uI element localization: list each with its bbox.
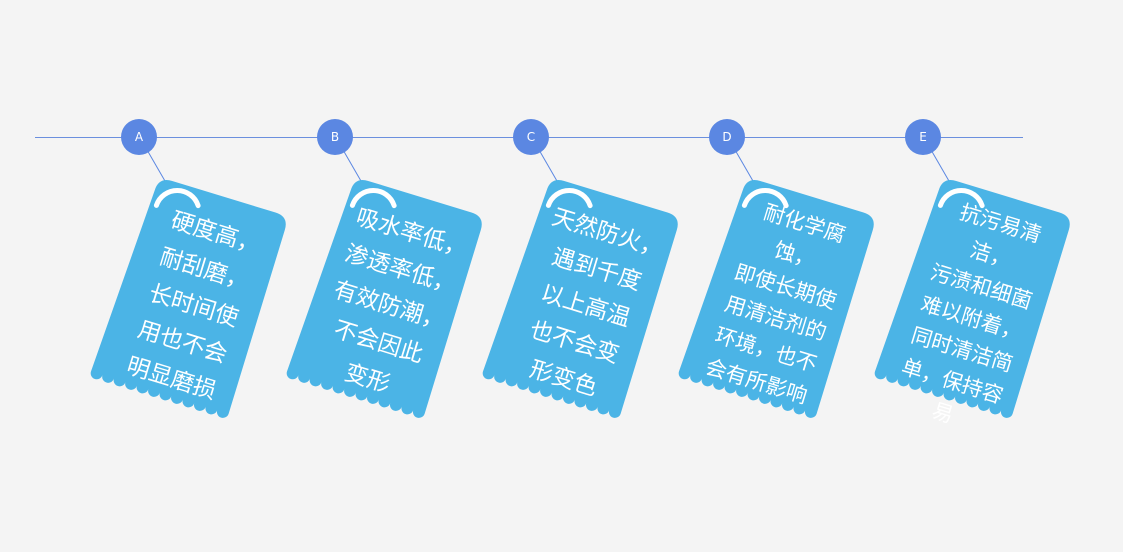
step-node-e: E [905, 119, 941, 155]
tag-shape-e [874, 180, 1070, 418]
step-node-c: C [513, 119, 549, 155]
tag-shape-d [678, 180, 874, 418]
step-node-d: D [709, 119, 745, 155]
step-tag-c: 天然防火， 遇到千度 以上高温 也不会变 形变色 [482, 180, 678, 418]
tag-shape-c [482, 180, 678, 418]
tag-shape-b [286, 180, 482, 418]
tag-shape-a [90, 180, 286, 418]
step-node-b: B [317, 119, 353, 155]
step-node-a: A [121, 119, 157, 155]
step-tag-b: 吸水率低， 渗透率低， 有效防潮， 不会因此 变形 [286, 180, 482, 418]
step-tag-e: 抗污易清洁， 污渍和细菌 难以附着， 同时清洁简 单，保持容 易 [874, 180, 1070, 428]
step-tag-a: 硬度高， 耐刮磨， 长时间使 用也不会 明显磨损 [90, 180, 286, 418]
step-tag-d: 耐化学腐蚀， 即使长期使 用清洁剂的 环境，也不 会有所影响 [678, 180, 874, 418]
